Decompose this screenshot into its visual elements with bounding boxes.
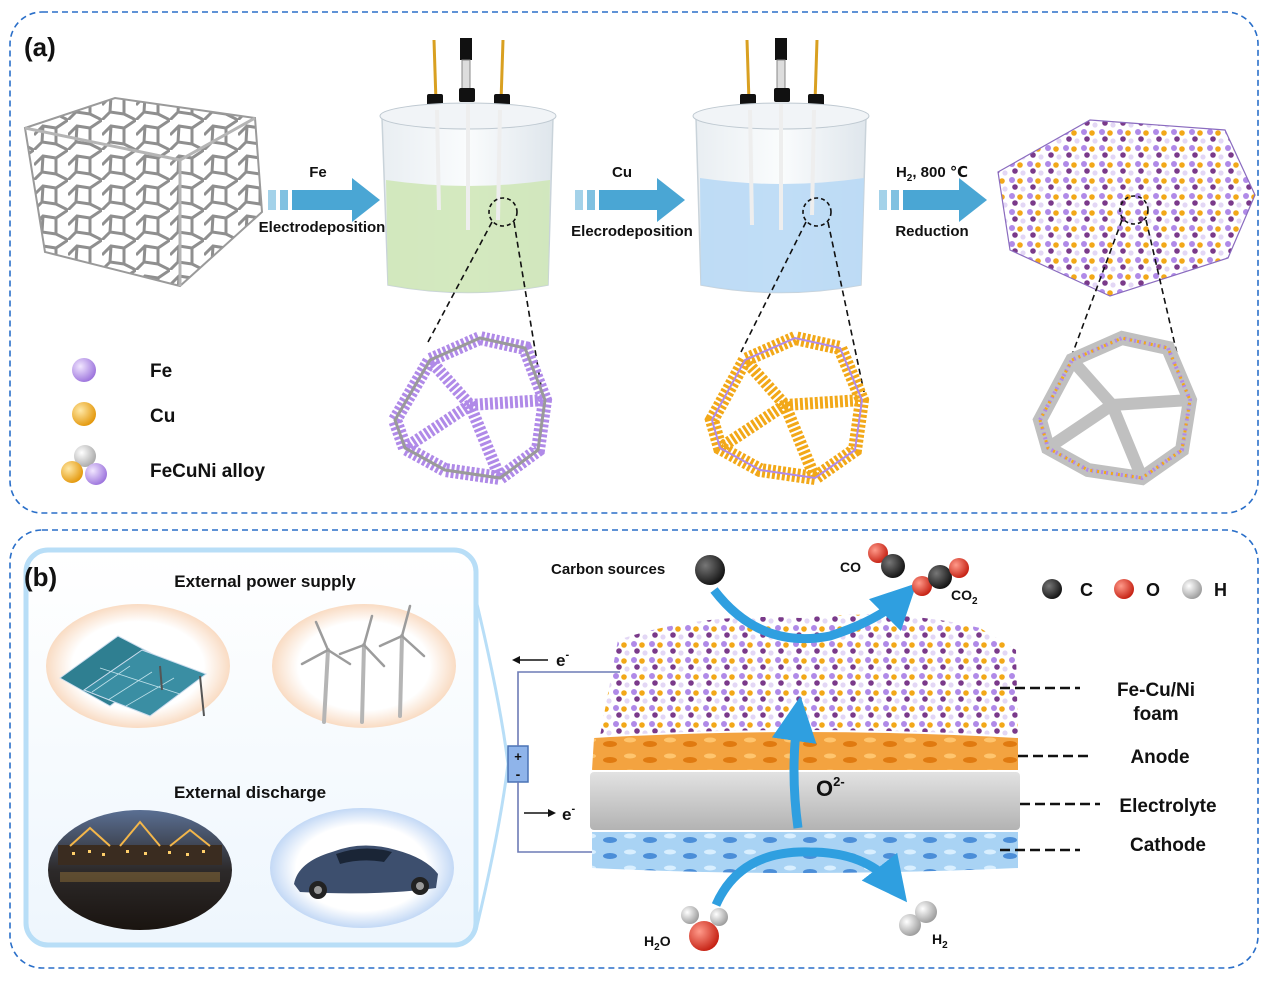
beaker-fe-deposition [379,38,557,393]
panel-b-label: (b) [24,562,57,592]
legend-alloy-swatch-fe [85,463,107,485]
electron-arrow-top [512,656,548,664]
legend-oxygen-swatch [1114,579,1134,599]
carbon-to-co-arrow [710,583,917,644]
connector-brace [474,599,510,931]
callout-electrolyte-label: Electrolyte [1119,796,1216,817]
co-molecule [868,543,905,578]
fe-cu-ni-foam-layer [600,614,1018,736]
step-arrow-2 [575,178,685,222]
circuit-wire-bottom [517,782,600,853]
solar-panel-image [46,604,230,728]
carbon-sources-label: Carbon sources [551,561,665,578]
alloy-cluster [1032,330,1198,486]
panel-b-frame [9,529,1259,969]
legend-oxygen-label: O [1146,580,1160,600]
co-label: CO [840,559,861,575]
step1-top-text: Fe [309,164,327,181]
carbon-source-atom [695,555,725,585]
beaker-cu-deposition [692,38,870,393]
legend-b: C O H [1042,579,1227,600]
alloy-foam-block [997,119,1256,359]
discharge-title: External discharge [174,783,326,802]
step3-top-text: H2, 800 ℃ [896,164,968,184]
electric-car-image [270,808,454,928]
panel-a-frame [9,11,1259,514]
h2o-to-h2-arrow [711,847,908,907]
electrolyte-layer [590,772,1020,830]
step2-top-text: Cu [612,164,632,181]
legend-carbon-swatch [1042,579,1062,599]
legend-a: Fe Cu FeCuNi alloy [61,358,266,485]
legend-cu-swatch [72,402,96,426]
step3-bottom-text: Reduction [895,223,968,240]
h2o-molecule [681,906,728,951]
step-arrow-3 [879,178,987,222]
co2-label: CO2 [951,587,978,607]
co2-molecule [912,558,969,596]
power-supply-title: External power supply [174,572,356,591]
electron-label-top: e- [556,649,569,670]
step2-bottom-text: Elecrodeposition [571,223,693,240]
battery-minus: - [516,766,521,782]
night-city-image [48,810,232,930]
callout-cathode-label: Cathode [1130,835,1206,856]
legend-alloy-swatch-cu [61,461,83,483]
legend-fe-swatch [72,358,96,382]
battery-plus: + [514,749,522,764]
legend-hydrogen-swatch [1182,579,1202,599]
step1-bottom-text: Electrodeposition [259,219,386,236]
callout-foam-label-1: Fe-Cu/Ni [1117,680,1195,701]
cu-coated-cluster [704,330,870,486]
h2-molecule [899,901,937,936]
panel-a-label: (a) [24,32,56,62]
oxygen-ion-label: O2- [816,774,845,801]
callout-foam-label-2: foam [1133,704,1178,725]
legend-carbon-label: C [1080,580,1093,600]
legend-fe-label: Fe [150,361,172,382]
electron-label-bottom: e- [562,803,575,824]
h2-label: H2 [932,931,948,951]
oxygen-ion-arrow [771,696,817,829]
circuit-wire-top [517,671,620,746]
h2o-label: H2O [644,933,671,953]
electron-arrow-bottom [524,809,556,817]
fe-coated-cluster [387,330,553,486]
legend-alloy-swatch-ni [74,445,96,467]
wind-turbine-image [272,604,456,728]
anode-layer [592,732,1018,770]
legend-alloy-label: FeCuNi alloy [150,461,266,482]
legend-cu-label: Cu [150,406,175,427]
callout-anode-label: Anode [1130,747,1189,768]
step-arrow-1 [268,178,380,222]
nickel-foam-block [23,96,264,288]
legend-hydrogen-label: H [1214,580,1227,600]
